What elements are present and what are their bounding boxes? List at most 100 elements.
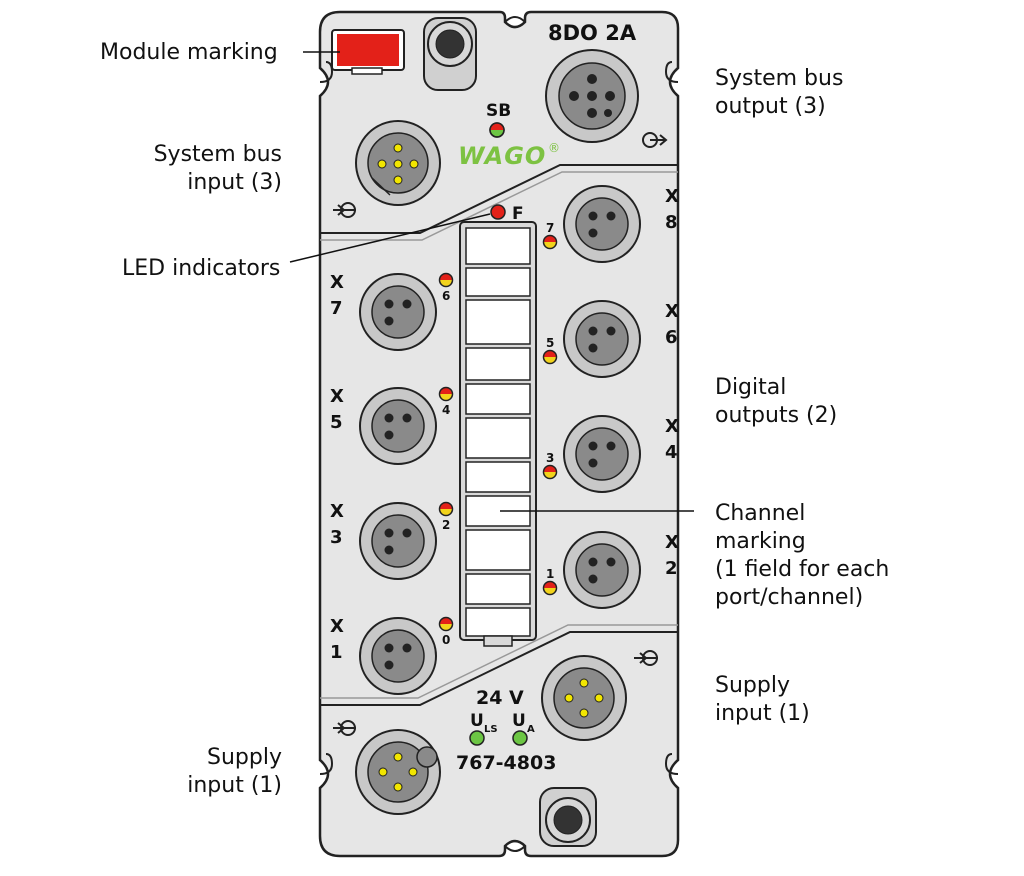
channel-led-4: [438, 386, 454, 402]
port-x7-connector: [359, 273, 437, 351]
port-x8-letter: X: [665, 186, 679, 207]
wago-registered-mark: ®: [548, 141, 560, 155]
channel-led-0-label: 0: [442, 633, 450, 647]
port-x3-letter: X: [330, 501, 344, 522]
callout-supply-input-left-line2: input (1): [187, 773, 282, 798]
callout-system-bus-output-line2: output (3): [715, 94, 826, 119]
port-x6-letter: X: [665, 301, 679, 322]
port-x3-number: 3: [330, 527, 343, 548]
channel-led-7-label: 7: [546, 221, 554, 235]
callout-module-marking: Module marking: [100, 39, 278, 67]
port-x5-letter: X: [330, 386, 344, 407]
channel-led-1: [542, 580, 558, 596]
port-x4: X 4 3: [542, 415, 679, 493]
port-x1-number: 1: [330, 642, 343, 663]
channel-led-3: [542, 464, 558, 480]
port-x3: X 3 2: [330, 501, 454, 580]
channel-led-4-label: 4: [442, 403, 450, 417]
fault-led: [490, 204, 506, 220]
callout-module-marking-line1: Module marking: [100, 40, 278, 65]
port-x1: X 1 0: [330, 616, 454, 695]
callout-led-indicators-line1: LED indicators: [122, 256, 281, 281]
upper-divider: [320, 164, 678, 234]
port-x8: X 8 7: [542, 185, 679, 263]
channel-led-5-label: 5: [546, 336, 554, 350]
channel-led-1-label: 1: [546, 567, 554, 581]
port-x8-number: 8: [665, 212, 678, 233]
channel-led-7: [542, 234, 558, 250]
port-x4-letter: X: [665, 416, 679, 437]
port-x2-number: 2: [665, 558, 678, 579]
channel-led-3-label: 3: [546, 451, 554, 465]
callout-channel-marking-line4: port/channel): [715, 585, 864, 610]
callout-channel-marking-line1: Channel: [715, 501, 806, 526]
callout-system-bus-output-line1: System bus: [715, 66, 844, 91]
supply-input-arrow-right-icon: [634, 650, 658, 666]
mounting-screw-bottom: [539, 787, 597, 847]
input-arrow-icon: [333, 202, 356, 218]
port-x6-number: 6: [665, 327, 678, 348]
port-x7-number: 7: [330, 298, 343, 319]
callout-digital-outputs-line1: Digital: [715, 375, 787, 400]
channel-led-2: [438, 501, 454, 517]
leader-lines: [289, 51, 694, 512]
sb-label: SB: [486, 101, 511, 121]
lower-divider: [320, 631, 678, 706]
supply-input-connector-left: [355, 729, 441, 815]
callout-supply-input-left-line1: Supply: [207, 745, 282, 770]
uls-led: [469, 730, 485, 746]
callout-system-bus-output: System bus output (3): [715, 65, 843, 121]
fault-label: F: [512, 204, 524, 224]
supply-input-connector-right: [541, 655, 627, 741]
mounting-screw-top: [423, 17, 477, 91]
mounting-notches: [319, 16, 679, 852]
port-x1-letter: X: [330, 616, 344, 637]
callout-digital-outputs-line2: outputs (2): [715, 403, 838, 428]
uls-label: U: [470, 711, 484, 731]
callout-supply-input-left: Supply input (1): [187, 744, 282, 800]
port-x7-letter: X: [330, 272, 344, 293]
port-x1-connector: [359, 617, 437, 695]
port-x6-connector: [563, 300, 641, 378]
output-arrow-icon: [642, 132, 668, 148]
ua-subscript: A: [527, 724, 535, 735]
callout-channel-marking: Channel marking (1 field for each port/c…: [715, 500, 889, 612]
port-x6: X 6 5: [542, 300, 679, 378]
voltage-label: 24 V: [476, 687, 524, 709]
callout-supply-input-right: Supply input (1): [715, 672, 810, 728]
sb-led: [489, 122, 505, 138]
module-type-label: 8DO 2A: [548, 21, 637, 45]
callout-channel-marking-line2: marking: [715, 529, 806, 554]
upper-divider-shadow: [320, 171, 678, 241]
port-x5-connector: [359, 387, 437, 465]
channel-marking-strip: [459, 221, 537, 647]
callout-digital-outputs: Digital outputs (2): [715, 374, 837, 430]
port-x7: X 7 6: [330, 272, 454, 351]
port-x8-connector: [563, 185, 641, 263]
ua-label: U: [512, 711, 526, 731]
port-x5-number: 5: [330, 412, 343, 433]
module-marking: [331, 29, 405, 75]
system-bus-input-connector: [355, 120, 441, 206]
channel-led-2-label: 2: [442, 518, 450, 532]
port-x2: X21: [542, 531, 679, 609]
callout-system-bus-input-line1: System bus: [153, 142, 282, 167]
channel-led-6-label: 6: [442, 289, 450, 303]
port-x2-connector: [563, 531, 641, 609]
lower-divider-shadow: [320, 624, 678, 699]
ua-led: [512, 730, 528, 746]
channel-led-5: [542, 349, 558, 365]
channel-led-6: [438, 272, 454, 288]
leader-led-indicators: [289, 213, 491, 263]
channel-led-0: [438, 616, 454, 632]
callout-system-bus-input-line2: input (3): [187, 170, 282, 195]
order-number: 767-4803: [456, 752, 556, 774]
callout-supply-input-right-line1: Supply: [715, 673, 790, 698]
port-x4-number: 4: [665, 442, 678, 463]
port-x5: X 5 4: [330, 386, 454, 465]
callout-led-indicators: LED indicators: [122, 255, 280, 283]
supply-input-arrow-left-icon: [333, 720, 356, 736]
